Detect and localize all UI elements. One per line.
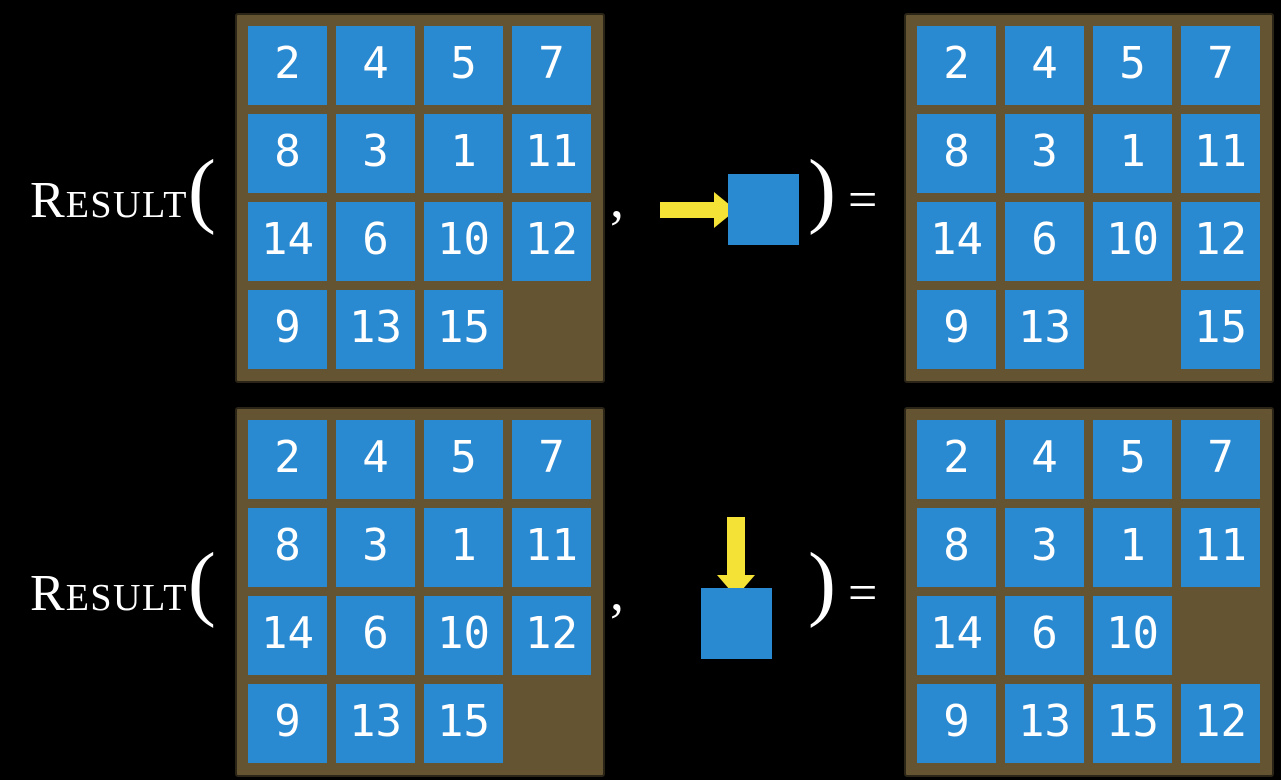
move-tile	[701, 588, 772, 659]
puzzle-tile: 2	[248, 420, 327, 499]
puzzle-tile: 7	[1181, 420, 1260, 499]
function-name-rest: ESULT	[65, 184, 188, 226]
function-name-initial: R	[30, 565, 66, 622]
puzzle-tile: 1	[1093, 508, 1172, 587]
puzzle-tile: 13	[1005, 684, 1084, 763]
puzzle-tile: 12	[1181, 684, 1260, 763]
puzzle-tile: 10	[424, 202, 503, 281]
puzzle-tile: 11	[1181, 114, 1260, 193]
input-board-1: 2 4 5 7 8 3 1 11 14 6 10 12 9 13 15	[235, 13, 605, 383]
comma: ,	[610, 561, 624, 623]
puzzle-tile: 8	[248, 508, 327, 587]
comma: ,	[610, 168, 624, 230]
equals-sign: =	[847, 565, 878, 622]
puzzle-tile: 15	[1181, 290, 1260, 369]
function-name-initial: R	[30, 172, 66, 229]
puzzle-tile: 8	[248, 114, 327, 193]
puzzle-tile: 6	[336, 202, 415, 281]
function-label: RESULT(	[30, 148, 216, 232]
arrow-right-icon	[660, 192, 736, 228]
puzzle-tile: 9	[917, 684, 996, 763]
puzzle-tile: 14	[248, 596, 327, 675]
puzzle-tile: 10	[1093, 596, 1172, 675]
puzzle-tile: 11	[1181, 508, 1260, 587]
puzzle-tile: 6	[1005, 202, 1084, 281]
puzzle-tile: 10	[424, 596, 503, 675]
puzzle-tile: 14	[917, 202, 996, 281]
puzzle-tile: 15	[1093, 684, 1172, 763]
puzzle-tile: 9	[248, 290, 327, 369]
puzzle-tile: 6	[336, 596, 415, 675]
puzzle-tile: 15	[424, 684, 503, 763]
puzzle-tile: 2	[917, 26, 996, 105]
puzzle-tile: 5	[424, 420, 503, 499]
open-paren: (	[187, 536, 216, 629]
puzzle-tile: 14	[248, 202, 327, 281]
puzzle-tile: 9	[248, 684, 327, 763]
puzzle-tile: 4	[1005, 26, 1084, 105]
puzzle-tile: 1	[424, 508, 503, 587]
puzzle-tile: 3	[336, 508, 415, 587]
puzzle-tile: 14	[917, 596, 996, 675]
puzzle-tile: 13	[1005, 290, 1084, 369]
function-name-rest: ESULT	[65, 577, 188, 619]
puzzle-tile: 12	[1181, 202, 1260, 281]
close-paren-equals: )=	[808, 541, 877, 625]
puzzle-tile: 13	[336, 290, 415, 369]
output-board-2: 2 4 5 7 8 3 1 11 14 6 10 9 13 15 12	[904, 407, 1274, 777]
puzzle-tile: 1	[1093, 114, 1172, 193]
function-label: RESULT(	[30, 541, 216, 625]
puzzle-tile: 7	[512, 26, 591, 105]
puzzle-tile: 1	[424, 114, 503, 193]
puzzle-tile: 3	[1005, 114, 1084, 193]
puzzle-tile: 2	[917, 420, 996, 499]
puzzle-tile: 5	[1093, 420, 1172, 499]
puzzle-tile: 12	[512, 596, 591, 675]
input-board-2: 2 4 5 7 8 3 1 11 14 6 10 12 9 13 15	[235, 407, 605, 777]
close-paren: )	[808, 143, 836, 236]
output-board-1: 2 4 5 7 8 3 1 11 14 6 10 12 9 13 15	[904, 13, 1274, 383]
puzzle-tile: 4	[1005, 420, 1084, 499]
close-paren: )	[808, 536, 836, 629]
puzzle-tile: 11	[512, 508, 591, 587]
puzzle-tile: 7	[512, 420, 591, 499]
equals-sign: =	[847, 172, 878, 229]
puzzle-tile: 9	[917, 290, 996, 369]
puzzle-tile: 6	[1005, 596, 1084, 675]
puzzle-tile	[1181, 596, 1260, 675]
puzzle-tile: 3	[1005, 508, 1084, 587]
puzzle-tile: 4	[336, 26, 415, 105]
puzzle-tile: 13	[336, 684, 415, 763]
puzzle-tile: 15	[424, 290, 503, 369]
puzzle-tile: 10	[1093, 202, 1172, 281]
puzzle-tile: 7	[1181, 26, 1260, 105]
puzzle-tile	[512, 290, 591, 369]
puzzle-tile: 3	[336, 114, 415, 193]
puzzle-tile: 5	[424, 26, 503, 105]
puzzle-tile	[512, 684, 591, 763]
open-paren: (	[187, 143, 216, 236]
move-tile	[728, 174, 799, 245]
puzzle-tile: 11	[512, 114, 591, 193]
puzzle-tile: 4	[336, 420, 415, 499]
puzzle-tile: 8	[917, 114, 996, 193]
puzzle-tile	[1093, 290, 1172, 369]
puzzle-tile: 8	[917, 508, 996, 587]
puzzle-tile: 5	[1093, 26, 1172, 105]
puzzle-tile: 2	[248, 26, 327, 105]
arrow-down-icon	[717, 517, 755, 597]
puzzle-tile: 12	[512, 202, 591, 281]
close-paren-equals: )=	[808, 148, 877, 232]
